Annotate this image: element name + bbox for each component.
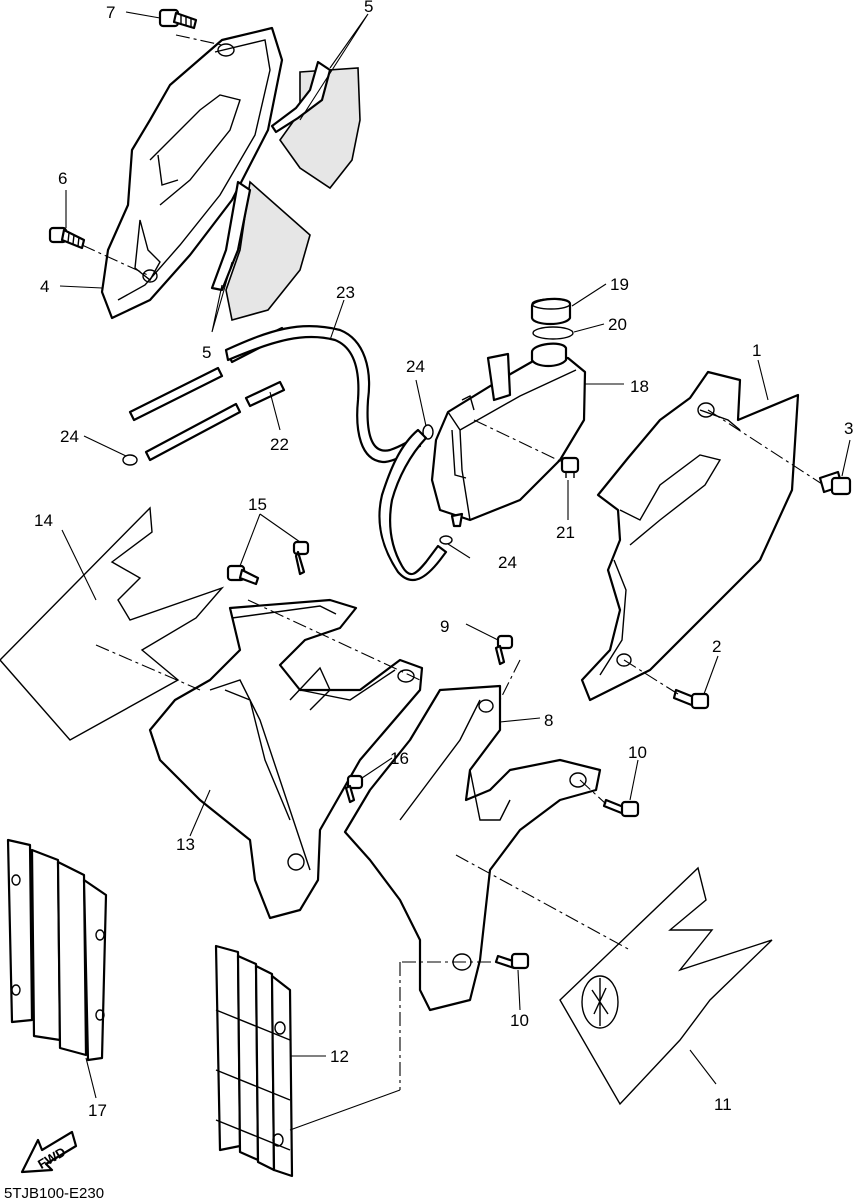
part-5-shroud-lower [210,180,311,322]
bolt-7 [158,8,198,30]
part-12-radiator-guard [214,944,294,1178]
part-14-graphic [0,506,225,741]
callout-14: 14 [34,511,53,530]
callout-22: 22 [270,435,289,454]
part-8-radiator-cover [343,684,602,1012]
callout-labels: 7 5 6 4 5 23 22 24 24 24 19 20 18 21 1 3… [34,0,853,1120]
callout-11: 10 [510,1011,529,1030]
callout-1: 1 [752,341,761,360]
callout-10-lower: 10 [628,743,647,762]
bolt-10-upper [494,634,514,666]
part-18-reservoir-tank [430,342,587,528]
part-17-radiator-guard [6,838,108,1062]
callout-3: 3 [844,419,853,438]
bolt-21 [560,456,580,478]
callout-21: 21 [556,523,575,542]
bolt-15-left [226,564,260,586]
part-22-hose-lower [144,380,286,462]
callout-4: 4 [40,277,49,296]
callout-12: 12 [330,1047,349,1066]
callout-2: 2 [712,637,721,656]
callout-20: 20 [608,315,627,334]
leader-lines [59,11,851,1131]
bolt-16 [344,774,364,804]
part-20-o-ring [532,326,574,340]
callout-13: 13 [176,835,195,854]
bolt-3 [818,470,852,496]
callout-6: 6 [58,169,67,188]
callout-18: 18 [630,377,649,396]
part-4-side-cover [100,26,284,320]
callout-15: 15 [248,495,267,514]
diagram-code: 5TJB100-E230 [4,1185,104,1202]
callout-9: 11 [714,1095,732,1114]
callout-24-left: 24 [60,427,79,446]
callout-7: 7 [106,3,115,22]
callout-19: 19 [610,275,629,294]
bolt-15-right [292,540,310,576]
alignment-lines [81,34,823,1090]
part-5-shroud-upper [270,60,361,190]
callout-5-bottom: 5 [202,343,211,362]
part-9-graphic [559,866,773,1106]
bolt-11 [494,952,530,970]
part-23-breather-hose [224,324,448,582]
callout-23: 23 [336,283,355,302]
clamp-24-left [122,454,138,466]
part-13-radiator-cover [148,598,424,920]
callout-17: 17 [88,1101,107,1120]
callout-24-lower: 24 [498,553,517,572]
callout-8: 8 [544,711,553,730]
callout-5-top: 5 [364,0,373,16]
callout-16: 16 [390,749,409,768]
bolt-2 [672,688,710,710]
part-1-side-cover [580,370,800,702]
clamp-24-lower [439,535,453,545]
callout-24-mid: 24 [406,357,425,376]
clamp-24-mid [422,424,434,440]
callout-10-upper: 9 [440,617,449,636]
bolt-10-lower [602,798,640,818]
fwd-arrow [20,1130,78,1174]
bolt-6 [48,226,86,250]
part-19-cap [530,297,572,326]
